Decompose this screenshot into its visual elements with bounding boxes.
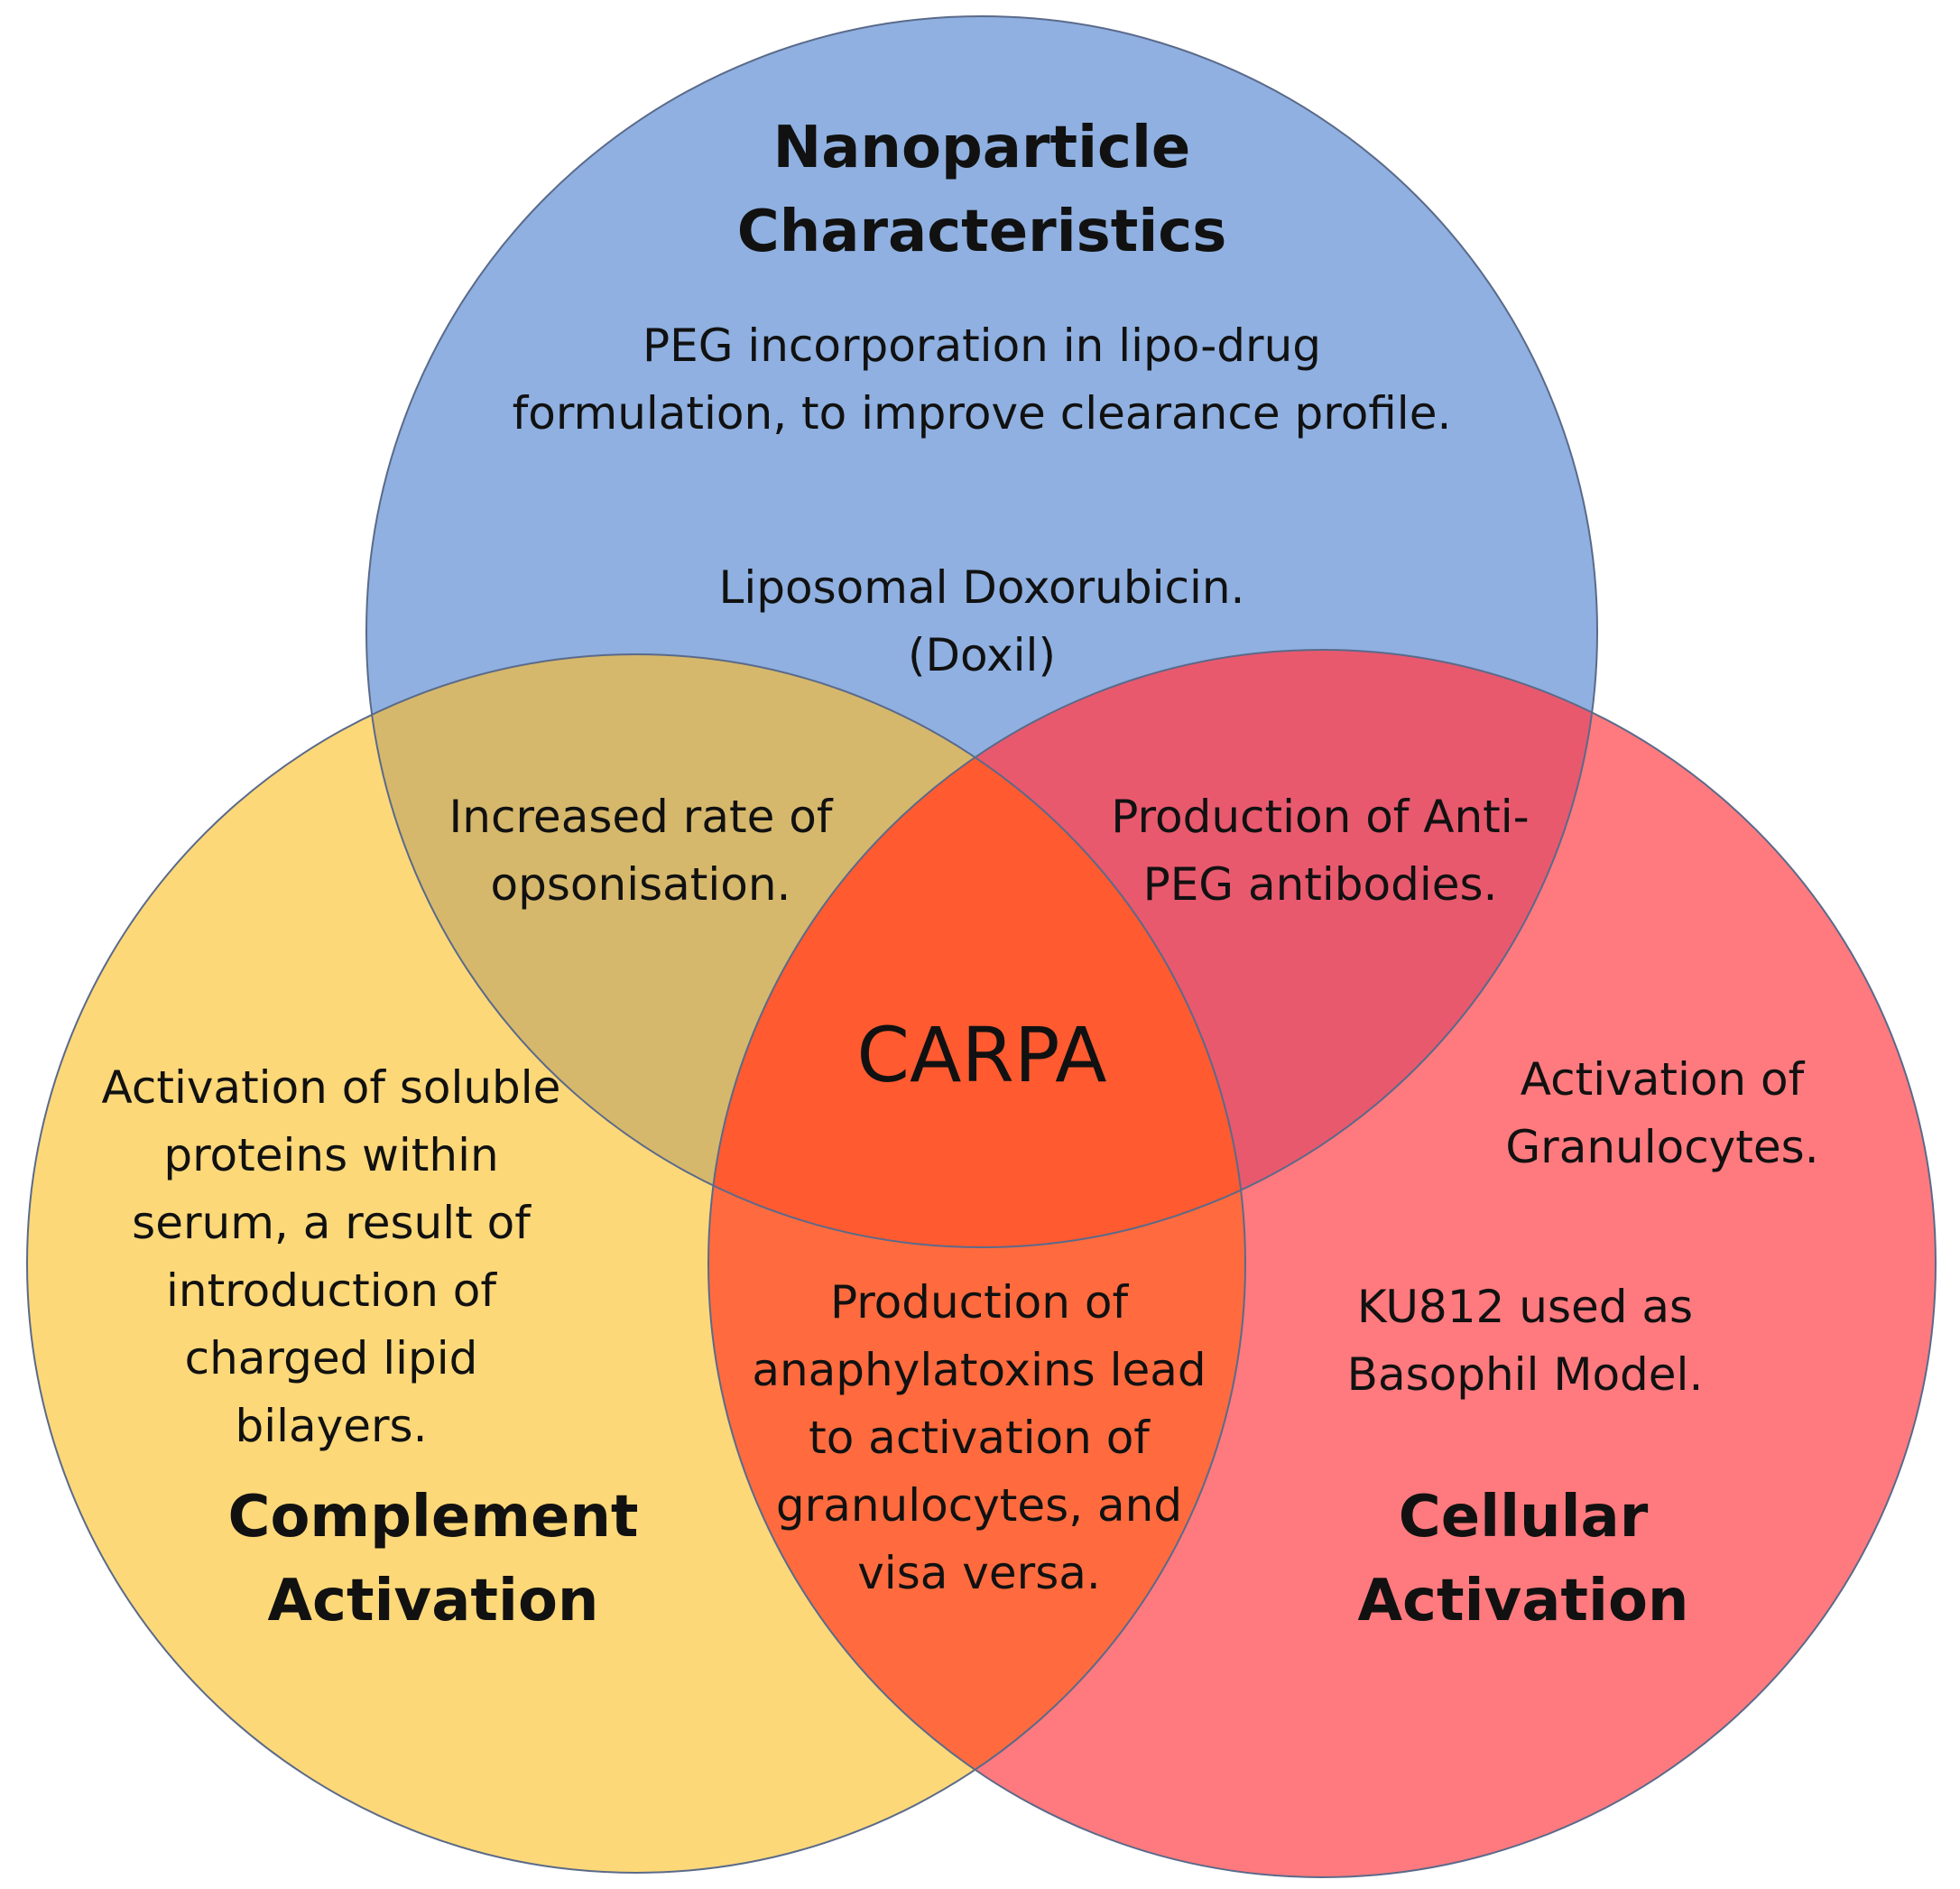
nanoparticle-title-line2: Characteristics [737, 199, 1227, 265]
complement-text-line4: introduction of [166, 1264, 497, 1317]
overlap-complement-cellular-text-line3: to activation of [809, 1412, 1151, 1464]
complement-text-line6: bilayers. [235, 1400, 427, 1452]
nanoparticle-outline [365, 15, 1598, 1248]
complement-text-line3: serum, a result of [132, 1197, 532, 1249]
overlap-center [708, 654, 1245, 1247]
nanoparticle-example: Liposomal Doxorubicin. [719, 561, 1245, 614]
cellular-model-text-line2: Basophil Model. [1347, 1348, 1704, 1401]
nanoparticle-text-line2: formulation, to improve clearance profil… [513, 387, 1452, 440]
complement-title-line2: Activation [268, 1568, 599, 1634]
complement-title: Complement [227, 1484, 638, 1551]
overlap-complement-cellular-text-line2: anaphylatoxins lead [752, 1344, 1206, 1396]
cellular-model-text: KU812 used as [1357, 1281, 1693, 1333]
complement-text: Activation of soluble [102, 1061, 561, 1114]
overlap-nano-cellular-text: Production of Anti- [1111, 791, 1529, 843]
cellular-text-line2: Granulocytes. [1505, 1121, 1818, 1173]
nanoparticle-example-line2: (Doxil) [908, 629, 1056, 681]
overlap-nano-cellular-text-line2: PEG antibodies. [1143, 858, 1498, 911]
overlap-complement-cellular-text-line4: granulocytes, and [776, 1479, 1182, 1532]
overlap-complement-cellular-text: Production of [830, 1276, 1130, 1329]
overlap-complement-cellular-text-line5: visa versa. [857, 1547, 1101, 1599]
overlap-nano-complement-text-line2: opsonisation. [491, 858, 791, 911]
cellular-outline [707, 649, 1937, 1878]
cellular-title-line2: Activation [1358, 1568, 1689, 1634]
nanoparticle-title: Nanoparticle [773, 115, 1191, 181]
nanoparticle-text: PEG incorporation in lipo-drug [643, 319, 1321, 372]
complement-text-line2: proteins within [163, 1129, 498, 1181]
center-label: CARPA [856, 1011, 1106, 1099]
complement-outline [26, 653, 1246, 1874]
complement-text-line5: charged lipid [185, 1332, 478, 1384]
overlap-nano-complement-text: Increased rate of [449, 791, 834, 843]
cellular-title: Cellular [1399, 1484, 1649, 1551]
cellular-text: Activation of [1521, 1053, 1806, 1106]
